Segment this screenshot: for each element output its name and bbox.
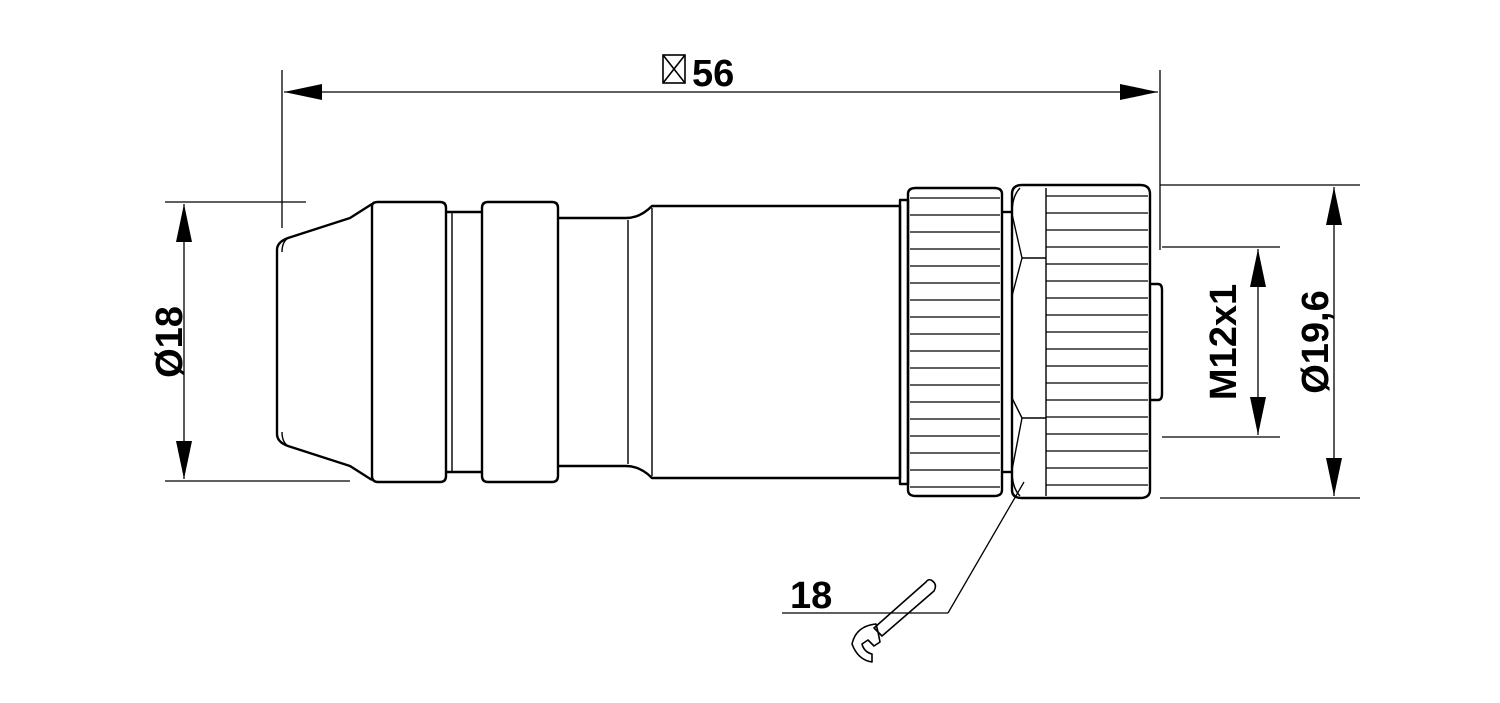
body-diameter-arrow-top xyxy=(176,204,192,242)
nut-diameter-dimension xyxy=(1160,184,1360,499)
cap-inner-curve-bottom xyxy=(281,431,289,447)
wrench-leader-line xyxy=(947,481,1025,614)
open-end-wrench-icon xyxy=(851,578,937,663)
boxed-x-icon xyxy=(662,54,686,84)
thread-arrow-bottom xyxy=(1250,397,1266,435)
coupling-nut-hex-face xyxy=(1011,187,1023,497)
wrench-callout xyxy=(782,481,1025,614)
knurled-ring-grooves xyxy=(910,197,1000,488)
thread-label: M12x1 xyxy=(1203,284,1245,400)
nut-diameter-arrow-top xyxy=(1326,187,1342,225)
body-diameter-label: Ø18 xyxy=(149,306,191,378)
body-narrow-section xyxy=(558,204,902,480)
thread-dimension xyxy=(1162,246,1280,438)
wrench-size-label: 18 xyxy=(790,575,832,617)
cap-inner-curve-top xyxy=(281,237,289,253)
nut-diameter-arrow-bottom xyxy=(1326,458,1342,496)
length-arrow-right xyxy=(1120,84,1158,100)
length-label: 56 xyxy=(692,53,734,95)
connector-body xyxy=(275,183,1164,500)
cable-gland-cap xyxy=(275,202,373,482)
body-diameter-dimension xyxy=(165,201,350,482)
socket-face-tab xyxy=(1150,282,1164,402)
coupling-nut-outline xyxy=(1010,183,1152,500)
gland-ring-2 xyxy=(480,200,560,484)
coupling-nut-grooves xyxy=(1046,195,1148,486)
knurled-ring-outline xyxy=(906,186,1004,498)
nut-diameter-label: Ø19,6 xyxy=(1295,290,1337,394)
length-arrow-left xyxy=(284,84,322,100)
thread-arrow-top xyxy=(1250,249,1266,287)
gland-ring-1 xyxy=(370,200,448,484)
body-diameter-arrow-bottom xyxy=(176,441,192,479)
length-dimension xyxy=(281,70,1161,250)
